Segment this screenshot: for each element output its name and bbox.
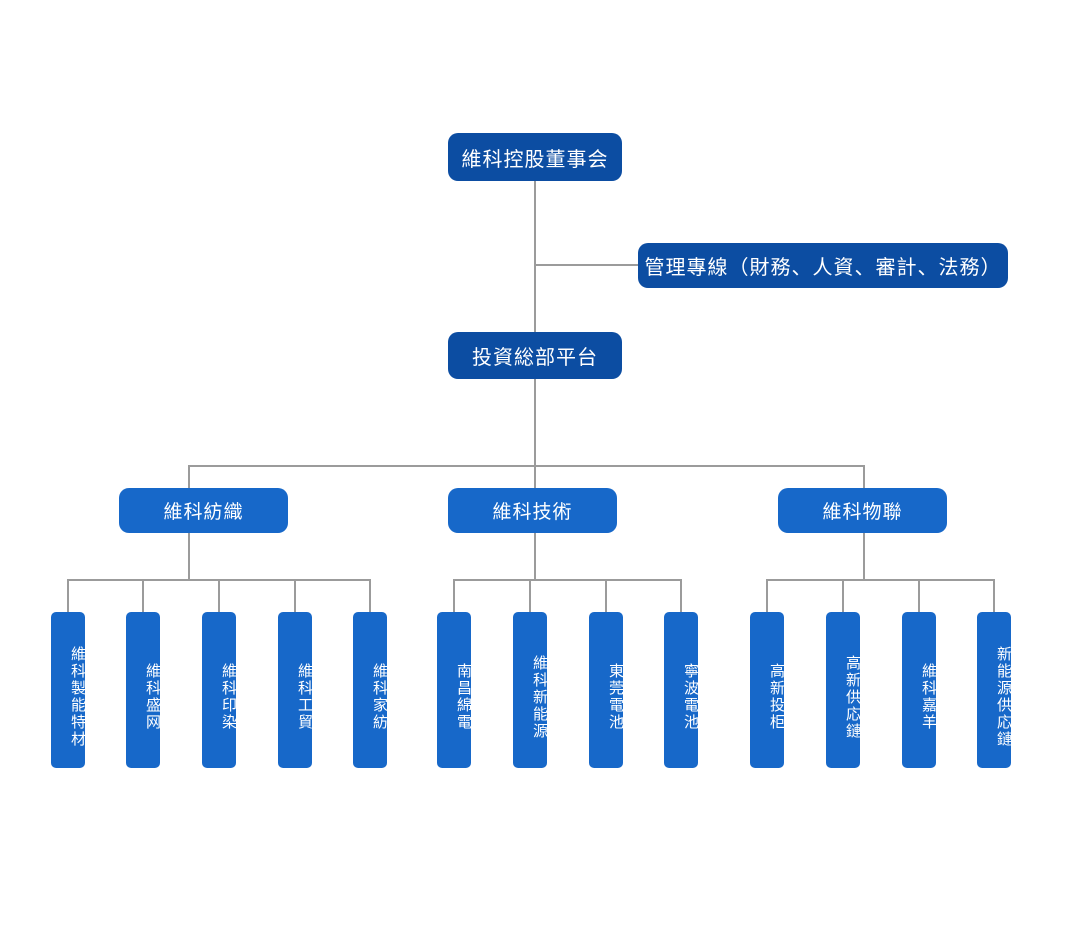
connector-textile-down xyxy=(188,533,190,580)
node-division-technology[interactable]: 維科技術 xyxy=(448,488,617,533)
connector-iot-bus xyxy=(766,579,994,581)
connector-bus-to-textile xyxy=(188,465,190,488)
connector-iot-leaf-4 xyxy=(993,579,995,612)
connector-iot-leaf-1 xyxy=(766,579,768,612)
connector-platform-down xyxy=(534,379,536,466)
node-investment-platform[interactable]: 投資総部平台 xyxy=(448,332,622,379)
connector-technology-down xyxy=(534,533,536,580)
connector-textile-leaf-1 xyxy=(67,579,69,612)
node-subsidiary-iot-1[interactable]: 高新投柜 xyxy=(750,612,786,768)
node-management-line[interactable]: 管理專線（財務、人資、審計、法務） xyxy=(638,243,1008,288)
connector-iot-leaf-2 xyxy=(842,579,844,612)
connector-division-bus xyxy=(188,465,864,467)
connector-bus-to-iot xyxy=(863,465,865,488)
connector-technology-leaf-3 xyxy=(605,579,607,612)
node-subsidiary-textile-3[interactable]: 維科印染 xyxy=(202,612,238,768)
node-subsidiary-technology-4[interactable]: 寧波電池 xyxy=(664,612,700,768)
connector-iot-leaf-3 xyxy=(918,579,920,612)
connector-textile-leaf-3 xyxy=(218,579,220,612)
node-subsidiary-textile-2[interactable]: 維科盛网 xyxy=(126,612,162,768)
node-division-textile[interactable]: 維科紡織 xyxy=(119,488,288,533)
connector-iot-down xyxy=(863,533,865,580)
connector-textile-leaf-4 xyxy=(294,579,296,612)
node-subsidiary-textile-5[interactable]: 維科家紡 xyxy=(353,612,389,768)
connector-bus-to-technology xyxy=(534,465,536,488)
node-subsidiary-textile-4[interactable]: 維科工貿 xyxy=(278,612,314,768)
connector-technology-bus xyxy=(453,579,681,581)
connector-technology-leaf-4 xyxy=(680,579,682,612)
node-subsidiary-technology-1[interactable]: 南昌綿電 xyxy=(437,612,473,768)
node-subsidiary-technology-2[interactable]: 維科新能源 xyxy=(513,612,549,768)
connector-technology-leaf-2 xyxy=(529,579,531,612)
connector-trunk-to-staff xyxy=(534,264,638,266)
node-division-iot[interactable]: 維科物聯 xyxy=(778,488,947,533)
node-root-board[interactable]: 維科控股董事会 xyxy=(448,133,622,181)
connector-textile-leaf-5 xyxy=(369,579,371,612)
node-subsidiary-technology-3[interactable]: 東莞電池 xyxy=(589,612,625,768)
node-subsidiary-iot-4[interactable]: 新能源供応鏈 xyxy=(977,612,1013,768)
node-subsidiary-textile-1[interactable]: 維科製能特材 xyxy=(51,612,87,768)
connector-technology-leaf-1 xyxy=(453,579,455,612)
connector-textile-leaf-2 xyxy=(142,579,144,612)
node-subsidiary-iot-3[interactable]: 維科嘉羊 xyxy=(902,612,938,768)
node-subsidiary-iot-2[interactable]: 高新供応鏈 xyxy=(826,612,862,768)
connector-root-to-platform xyxy=(534,181,536,332)
